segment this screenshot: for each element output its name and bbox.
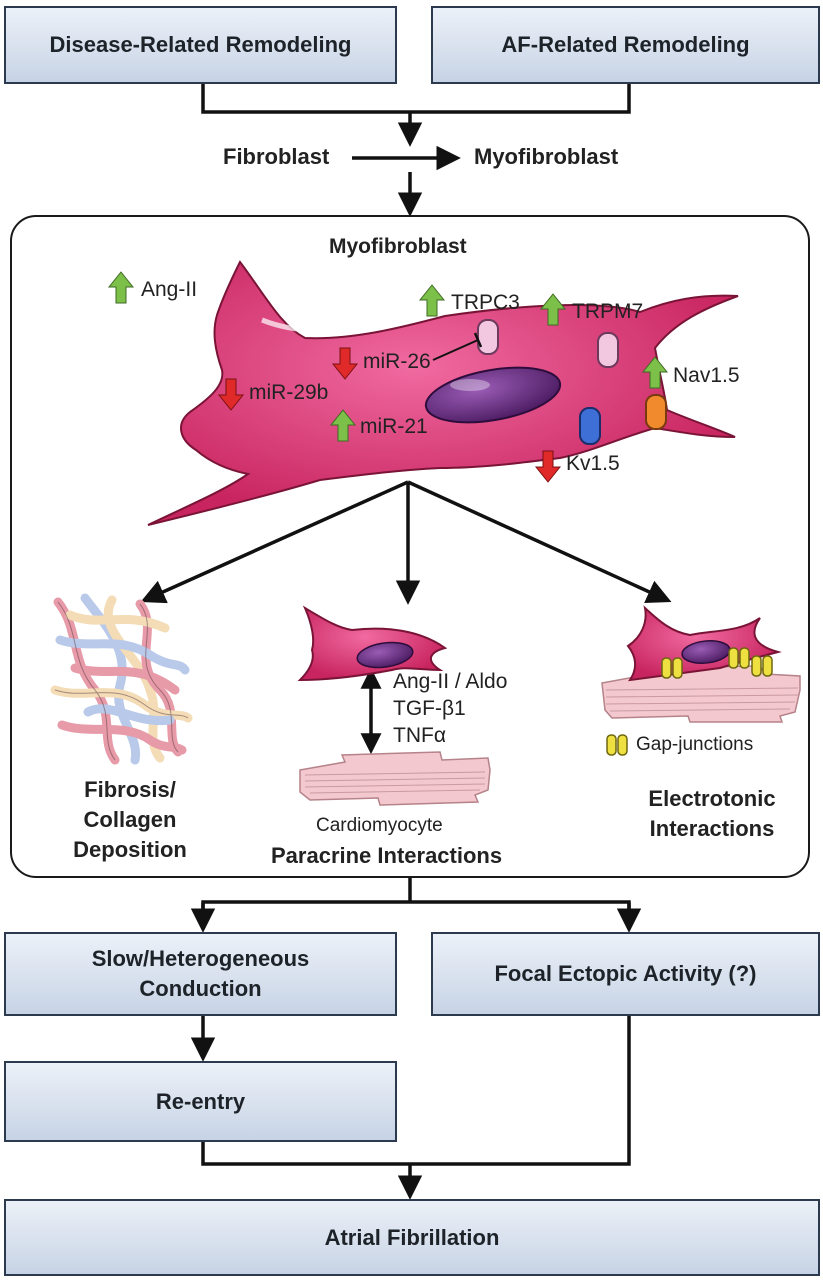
slow-conduction-box: Slow/Heterogeneous Conduction: [4, 932, 397, 1016]
up-arrow-icon: [641, 356, 669, 389]
marker-trpc3: TRPC3: [451, 291, 520, 314]
panel-title: Myofibroblast: [329, 235, 467, 258]
marker-kv1-5: Kv1.5: [566, 452, 620, 475]
marker-mir-29b: miR-29b: [249, 381, 329, 404]
up-arrow-icon: [418, 284, 446, 317]
myofibroblast-label: Myofibroblast: [474, 144, 619, 169]
gap-junctions-label: Gap-junctions: [636, 734, 754, 755]
marker-mir-21: miR-21: [360, 415, 428, 438]
atrial-fibrillation-box: Atrial Fibrillation: [4, 1199, 820, 1276]
marker-trpm7: TRPM7: [572, 300, 644, 323]
down-arrow-icon: [534, 450, 562, 483]
paracrine-label: Paracrine Interactions: [271, 843, 503, 868]
focal-activity-box: Focal Ectopic Activity (?): [431, 932, 820, 1016]
fibrosis-label: Fibrosis/ Collagen Deposition: [73, 777, 187, 862]
disease-remodeling-box: Disease-Related Remodeling: [4, 6, 397, 84]
myofibroblast-panel: [10, 215, 810, 878]
fibroblast-label: Fibroblast: [223, 144, 330, 169]
electrotonic-label: Electrotonic Interactions: [648, 786, 776, 841]
reentry-box: Re-entry: [4, 1061, 397, 1142]
marker-mir-26: miR-26: [363, 350, 431, 373]
down-arrow-icon: [217, 378, 245, 411]
paracrine-factors: Ang-II / Aldo TGF-β1 TNFα: [393, 670, 508, 747]
af-remodeling-box: AF-Related Remodeling: [431, 6, 820, 84]
up-arrow-icon: [539, 293, 567, 326]
marker-nav1-5: Nav1.5: [673, 364, 740, 387]
up-arrow-icon: [329, 409, 357, 442]
up-arrow-icon: [107, 271, 135, 304]
cardiomyocyte-label: Cardiomyocyte: [316, 815, 443, 836]
marker-ang-ii: Ang-II: [141, 278, 198, 301]
gap-junction-icons: [606, 647, 773, 756]
down-arrow-icon: [331, 347, 359, 380]
